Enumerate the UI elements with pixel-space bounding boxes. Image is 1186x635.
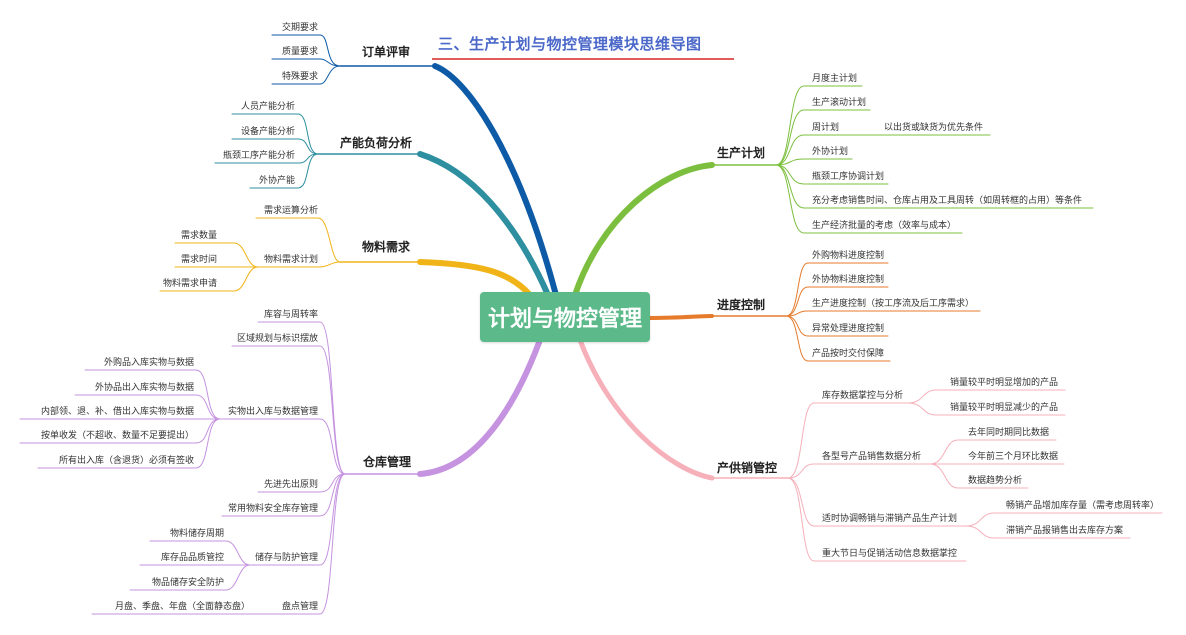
production-plan-item: 月度主计划 — [812, 74, 858, 84]
capacity-item: 人员产能分析 — [240, 102, 295, 112]
order-review-item: 交期要求 — [281, 23, 318, 33]
supply-sales-item: 库存数据掌控与分析 — [822, 391, 904, 401]
link-warehouse — [417, 337, 543, 477]
production-plan-item: 周计划 — [812, 123, 840, 133]
diagram-title: 三、生产计划与物控管理模块思维导图 — [438, 35, 702, 53]
order-review-item: 质量要求 — [281, 47, 318, 57]
inventory-analysis-item: 销量较平时明显减少的产品 — [950, 403, 1059, 413]
link-production-plan — [572, 162, 715, 298]
capacity-item: 瓶颈工序产能分析 — [222, 151, 295, 161]
warehouse-item: 储存与防护管理 — [254, 553, 318, 563]
warehouse-inout-item: 外购品入库实物与数据 — [103, 358, 194, 368]
warehouse-item: 实物出入库与数据管理 — [227, 407, 318, 417]
warehouse-inout-item: 所有出入库（含退货）必须有签收 — [58, 456, 194, 466]
supply-sales-item: 适时协调畅销与滞销产品生产计划 — [822, 514, 958, 524]
coordination-item: 滞销产品报销售出去库存方案 — [1006, 526, 1124, 536]
coordination-item: 畅销产品增加库存量（需考虑周转率） — [1006, 501, 1160, 511]
warehouse-inout-item: 按单收发（不超收、数量不足要提出） — [40, 431, 194, 441]
sales-analysis-item: 今年前三个月环比数据 — [968, 452, 1059, 462]
progress-item: 外购物料进度控制 — [812, 251, 885, 261]
inventory-analysis-item: 销量较平时明显增加的产品 — [950, 378, 1059, 388]
production-plan-item: 充分考虑销售时间、仓库占用及工具周转（如周转框的占用）等条件 — [812, 196, 1083, 206]
link-progress — [648, 314, 714, 320]
warehouse-storage-item: 物料储存周期 — [169, 529, 224, 539]
branch-warehouse: 仓库管理 — [363, 455, 412, 469]
branch-order-review: 订单评审 — [362, 45, 411, 59]
sales-analysis-item: 数据趋势分析 — [968, 476, 1023, 486]
warehouse-storage-item: 库存品品质管控 — [160, 553, 224, 563]
production-plan-item: 生产经济批量的考虑（效率与成本） — [812, 221, 957, 231]
material-plan-item: 需求时间 — [180, 255, 217, 265]
progress-item: 产品按时交付保障 — [812, 349, 885, 359]
warehouse-item: 常用物料安全库存管理 — [227, 504, 318, 514]
warehouse-item: 盘点管理 — [281, 602, 318, 612]
warehouse-inout-item: 外协品出入库实物与数据 — [94, 383, 194, 393]
production-plan-item: 瓶颈工序协调计划 — [812, 172, 885, 182]
production-plan-item: 外协计划 — [812, 147, 849, 157]
link-capacity — [417, 151, 551, 298]
central-topic: 计划与物控管理 — [480, 292, 650, 342]
warehouse-count-item: 月盘、季盘、年盘（全面静态盘） — [114, 602, 250, 612]
link-supply-sales — [577, 337, 715, 481]
order-review-item: 特殊要求 — [281, 72, 318, 82]
capacity-item: 外协产能 — [258, 176, 295, 186]
capacity-item: 设备产能分析 — [240, 127, 295, 137]
material-item: 需求运算分析 — [263, 206, 318, 216]
branch-material: 物料需求 — [362, 240, 411, 254]
link-order-review — [432, 63, 559, 298]
warehouse-item: 区域规划与标识摆放 — [236, 334, 318, 344]
warehouse-item: 库容与周转率 — [263, 310, 318, 320]
branch-progress: 进度控制 — [717, 298, 766, 312]
material-item: 物料需求计划 — [263, 255, 318, 265]
progress-item: 生产进度控制（按工序流及后工序需求） — [812, 299, 975, 309]
branch-production-plan: 生产计划 — [717, 146, 766, 160]
progress-item: 异常处理进度控制 — [812, 324, 885, 334]
branch-supply-sales: 产供销管控 — [717, 461, 778, 475]
sales-analysis-item: 去年同时期同比数据 — [968, 428, 1050, 438]
branch-capacity: 产能负荷分析 — [340, 136, 413, 150]
supply-sales-item: 重大节日与促销活动信息数据掌控 — [822, 549, 958, 559]
material-plan-item: 物料需求申请 — [162, 279, 217, 289]
warehouse-storage-item: 物品储存安全防护 — [151, 578, 224, 588]
progress-item: 外协物料进度控制 — [812, 275, 885, 285]
material-plan-item: 需求数量 — [180, 231, 217, 241]
warehouse-item: 先进先出原则 — [263, 480, 318, 490]
weekly-plan-note: 以出货或缺货为优先条件 — [884, 123, 984, 133]
link-material — [417, 259, 533, 298]
warehouse-inout-item: 内部领、退、补、借出入库实物与数据 — [40, 407, 194, 417]
supply-sales-item: 各型号产品销售数据分析 — [822, 452, 922, 462]
production-plan-item: 生产滚动计划 — [812, 98, 867, 108]
title-underline — [432, 58, 734, 60]
